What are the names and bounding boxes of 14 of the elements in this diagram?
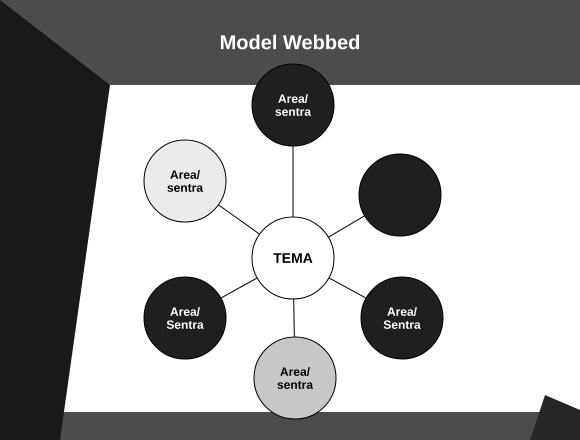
connector-line <box>293 299 295 337</box>
empty-circle <box>358 154 442 236</box>
circle-node: Area/ sentra <box>252 64 334 146</box>
circle-node: Area/ sentra <box>254 336 336 420</box>
circle-node: TEMA <box>252 216 334 300</box>
connector-line <box>292 146 294 217</box>
connector-line <box>218 204 260 234</box>
connector-line <box>328 278 366 298</box>
circle-node: Area/ Sentra <box>144 276 226 360</box>
connector-line <box>220 278 258 298</box>
circle-node: Area/ sentra <box>144 140 226 222</box>
connector-line <box>328 216 365 238</box>
circle-node: Area/ Sentra <box>360 276 444 360</box>
slide-title: Model Webbed <box>220 34 360 50</box>
